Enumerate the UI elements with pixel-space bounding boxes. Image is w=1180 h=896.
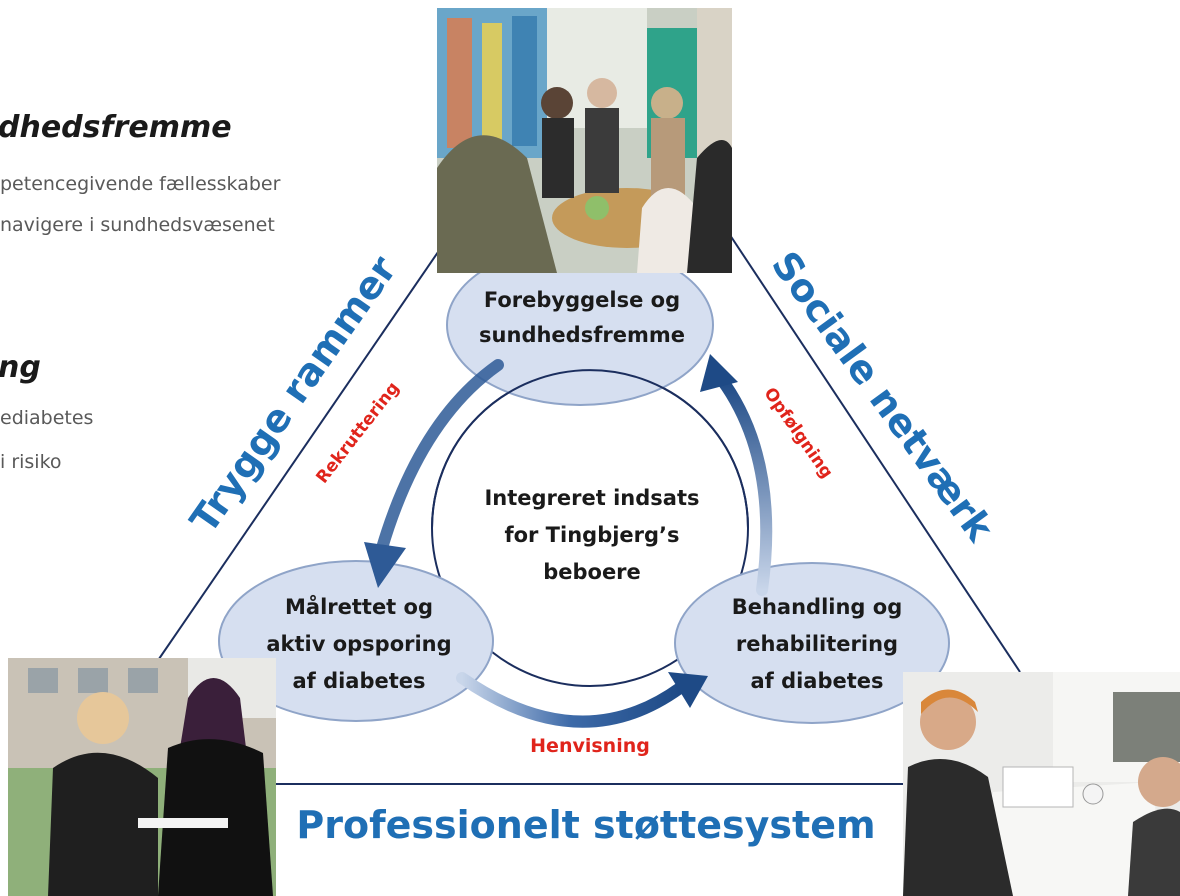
- arrow-label-recruitment: Rekruttering: [312, 378, 403, 487]
- framework-triangle: [149, 219, 1021, 785]
- center-line-2: for Tingbjerg’s: [504, 523, 679, 547]
- side-label-professional-support: Professionelt støttesystem: [296, 803, 875, 847]
- arrow-recruitment: [364, 359, 504, 588]
- center-line-1: Integreret indsats: [484, 486, 699, 510]
- arrow-followup: [700, 354, 773, 596]
- arrow-label-referral: Henvisning: [530, 735, 650, 757]
- arrow-referral: [456, 672, 708, 728]
- node-treatment-label: Behandling og rehabilitering af diabetes: [732, 595, 903, 693]
- node-prevention-line-1: Forebyggelse og: [484, 288, 680, 312]
- section-heading-health-promotion: dhedsfremme: [0, 110, 232, 145]
- group-meeting-photo: [437, 8, 732, 273]
- node-detection: [218, 560, 494, 722]
- consultation-photo: [903, 672, 1180, 896]
- arrow-label-followup: Opfølgning: [760, 384, 837, 482]
- triangle-right-edge: [719, 219, 1021, 673]
- node-treatment-line-2: rehabilitering: [736, 632, 898, 656]
- text-line-competence: petencegivende fællesskaber: [0, 173, 281, 195]
- node-treatment: [674, 562, 950, 724]
- text-line-prediabetes: ediabetes: [0, 407, 94, 429]
- side-label-safe-frames: Trygge rammer: [182, 248, 406, 541]
- text-line-navigate: navigere i sundhedsvæsenet: [0, 214, 275, 236]
- node-detection-line-3: af diabetes: [292, 669, 425, 693]
- center-label: Integreret indsats for Tingbjerg’s beboe…: [484, 486, 699, 584]
- node-treatment-line-3: af diabetes: [750, 669, 883, 693]
- node-prevention-line-2: sundhedsfremme: [479, 323, 685, 347]
- node-treatment-line-1: Behandling og: [732, 595, 903, 619]
- side-label-social-networks: Sociale netværk: [763, 243, 1003, 550]
- triangle-left-edge: [149, 219, 461, 673]
- text-line-risk: i risiko: [0, 451, 62, 473]
- measurement-outdoor-photo: [8, 658, 276, 896]
- node-detection-line-1: Målrettet og: [285, 594, 433, 619]
- section-heading-detection: ng: [0, 350, 41, 385]
- node-prevention-label: Forebyggelse og sundhedsfremme: [479, 288, 685, 347]
- node-detection-label: Målrettet og aktiv opsporing af diabetes: [266, 594, 451, 693]
- node-detection-line-2: aktiv opsporing: [266, 632, 451, 656]
- center-line-3: beboere: [543, 560, 641, 584]
